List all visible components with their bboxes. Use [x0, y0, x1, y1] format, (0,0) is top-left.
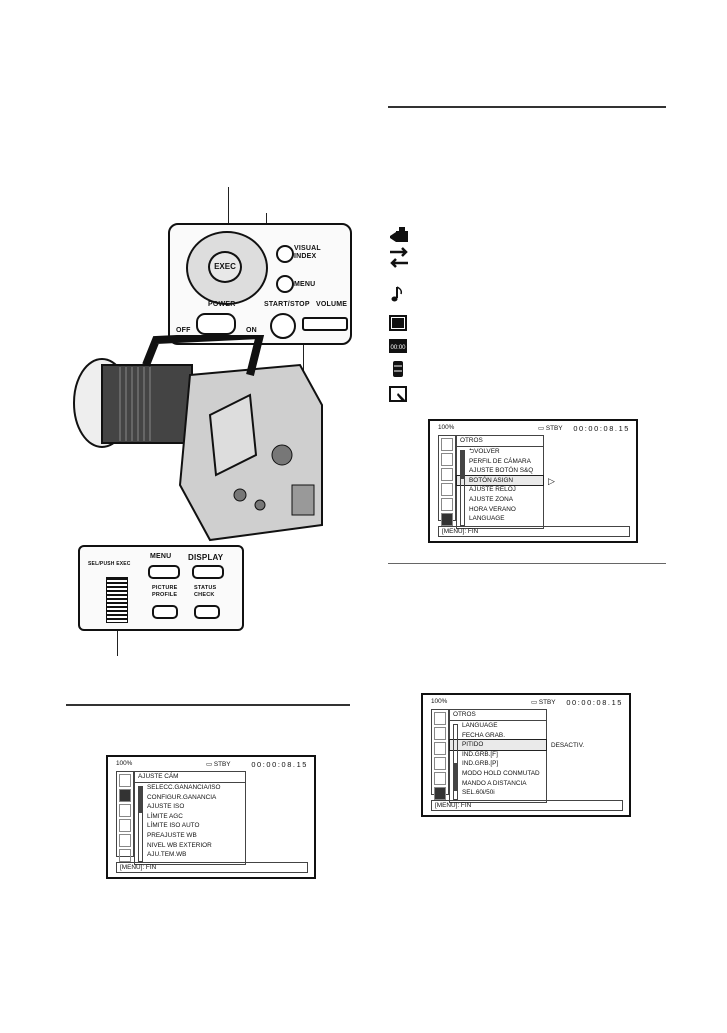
menu-item[interactable]: AJUSTE BOTÓN S&Q [469, 467, 534, 475]
timecode: 00:00:08.15 [566, 698, 623, 707]
camera-settings-icon [390, 227, 408, 242]
menu-item[interactable]: LANGUAGE [462, 722, 498, 729]
display-button[interactable] [192, 565, 224, 579]
menu-footer: [MENU]: FIN [116, 862, 308, 873]
menu-item[interactable]: AJUSTE ZONA [469, 495, 514, 503]
lcd-menu-list: OTROS ⮌VOLVER PERFIL DE CÁMARA AJUSTE BO… [456, 435, 544, 529]
control-panel-side: SEL/PUSH EXEC MENU DISPLAY PICTURE PROFI… [78, 545, 244, 631]
menu-item[interactable]: IND.GRB.[P] [462, 760, 499, 768]
display-label: DISPLAY [188, 553, 224, 562]
display-icon [389, 315, 407, 331]
start-stop-label: START/STOP [264, 301, 310, 308]
other-icon [389, 386, 407, 402]
submenu-arrow-icon: ▷ [548, 476, 555, 486]
lcd-icon-column [431, 709, 449, 800]
lcd-menu-ajuste-cam: 100% ▭ STBY 00:00:08.15 AJUSTE CÁM SELEC… [106, 755, 316, 879]
menu-item[interactable]: AJUSTE ISO [147, 803, 185, 811]
start-stop-button[interactable] [270, 313, 296, 339]
sel-push-exec-label: SEL/PUSH EXEC [88, 561, 131, 567]
camcorder-image [73, 335, 323, 542]
status-indicator: ▭ STBY [538, 425, 563, 432]
section-rule-mid-right [388, 563, 666, 564]
timecode: 00:00:08.15 [251, 760, 308, 769]
lcd-icon-column [438, 435, 456, 526]
menu-item[interactable]: NIVEL WB EXTERIOR [147, 841, 212, 849]
lcd-menu-list: AJUSTE CÁM SELECC.GANANCIA/ISO CONFIGUR.… [134, 771, 246, 865]
menu-item[interactable]: SELECC.GANANCIA/ISO [147, 784, 221, 791]
menu-item[interactable]: MODO HOLD CONMUTAD [462, 769, 540, 777]
menu-item[interactable]: LANGUAGE [469, 515, 505, 523]
lcd-menu-list: OTROS LANGUAGE FECHA GRAB. PITIDO IND.GR… [449, 709, 547, 803]
audio-settings-icon [390, 247, 408, 268]
battery-indicator: 100% [431, 698, 448, 705]
menu-footer: [MENU]: FIN [438, 526, 630, 537]
section-rule-bottom-left [66, 704, 350, 706]
menu-item[interactable]: SEL.60i/50i [462, 789, 495, 797]
lcd-menu-otros-2: 100% ▭ STBY 00:00:08.15 OTROS LANGUAGE F… [421, 693, 631, 817]
sel-push-exec-wheel[interactable] [106, 577, 128, 623]
status-indicator: ▭ STBY [206, 761, 231, 768]
volume-slider[interactable] [302, 317, 348, 331]
option-value: DESACTIV. [551, 742, 585, 749]
timecode: 00:00:08.15 [573, 424, 630, 433]
menu-item[interactable]: MANDO A DISTANCIA [462, 779, 527, 787]
svg-text:00:00: 00:00 [390, 345, 406, 351]
section-rule-top-right [388, 106, 666, 108]
power-label: POWER [208, 301, 236, 308]
callout-line-dial [228, 187, 229, 257]
sound-icon [391, 286, 403, 302]
volume-label: VOLUME [316, 301, 348, 308]
menu-footer: [MENU]: FIN [431, 800, 623, 811]
on-label: ON [246, 327, 257, 334]
power-switch[interactable] [196, 313, 236, 335]
menu-item[interactable]: AJUSTE RELOJ [469, 486, 516, 494]
off-label: OFF [176, 327, 191, 334]
picture-profile-label: PICTURE PROFILE [152, 585, 178, 598]
picture-profile-button[interactable] [152, 605, 178, 619]
lcd-icon-column [116, 771, 134, 862]
menu-title: OTROS [457, 436, 543, 447]
status-check-label: STATUS CHECK [194, 585, 217, 598]
menu-item[interactable]: IND.GRB.[F] [462, 750, 498, 758]
control-panel-top: EXEC VISUAL INDEX MENU POWER START/STOP … [168, 223, 352, 345]
menu-item[interactable]: LÍMITE AGC [147, 812, 183, 820]
visual-index-button[interactable] [276, 245, 294, 263]
menu-item[interactable]: AJU.TEM.WB [147, 851, 187, 859]
clock-icon: 00:00 [389, 339, 407, 353]
control-dial[interactable] [186, 231, 268, 305]
exec-button[interactable]: EXEC [208, 251, 242, 283]
menu-item[interactable]: PERFIL DE CÁMARA [469, 457, 531, 465]
menu-title: OTROS [450, 710, 546, 721]
menu-lower-button[interactable] [148, 565, 180, 579]
status-indicator: ▭ STBY [531, 699, 556, 706]
lcd-menu-otros-1: 100% ▭ STBY 00:00:08.15 OTROS ⮌VOLVER PE… [428, 419, 638, 543]
storage-icon [393, 361, 403, 377]
menu-title: AJUSTE CÁM [135, 772, 245, 783]
menu-item[interactable]: HORA VERANO [469, 505, 516, 513]
menu-item-selected[interactable]: BOTÓN ASIGN [456, 474, 544, 487]
status-check-button[interactable] [194, 605, 220, 619]
battery-indicator: 100% [116, 760, 133, 767]
menu-item[interactable]: ⮌VOLVER [469, 448, 500, 455]
menu-item[interactable]: CONFIGUR.GANANCIA [147, 793, 217, 801]
menu-lower-label: MENU [150, 553, 172, 560]
menu-item[interactable]: LÍMITE ISO AUTO [147, 822, 200, 830]
menu-item[interactable]: FECHA GRAB. [462, 731, 505, 739]
battery-indicator: 100% [438, 424, 455, 431]
menu-item[interactable]: PREAJUSTE WB [147, 831, 197, 839]
visual-index-label: VISUAL INDEX [294, 245, 321, 260]
menu-item-selected[interactable]: PITIDO [449, 739, 547, 751]
menu-label: MENU [294, 281, 316, 288]
menu-button[interactable] [276, 275, 294, 293]
